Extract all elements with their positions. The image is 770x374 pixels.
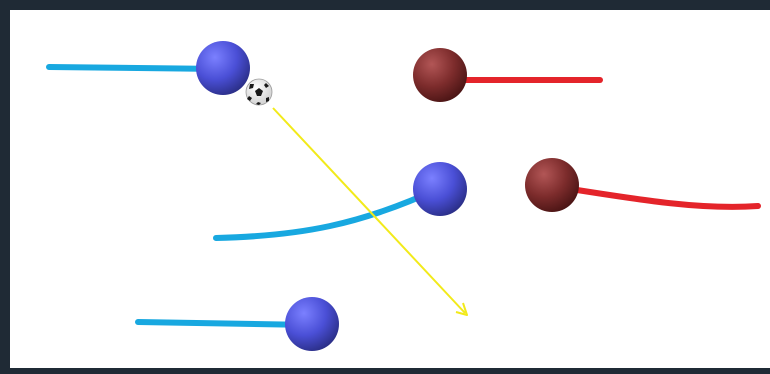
player-blue-3[interactable] bbox=[285, 297, 339, 351]
pass-arrow-icon bbox=[272, 107, 468, 316]
player-trail-blue-1 bbox=[46, 64, 225, 72]
player-trail-red-2 bbox=[549, 183, 761, 210]
player-trail-blue-3 bbox=[135, 319, 315, 328]
soccer-ball-icon[interactable] bbox=[245, 78, 273, 106]
player-red-2[interactable] bbox=[525, 158, 579, 212]
player-blue-1[interactable] bbox=[196, 41, 250, 95]
player-trail-blue-2 bbox=[213, 185, 443, 241]
player-red-1[interactable] bbox=[413, 48, 467, 102]
player-blue-2[interactable] bbox=[413, 162, 467, 216]
pitch-field bbox=[10, 10, 770, 368]
